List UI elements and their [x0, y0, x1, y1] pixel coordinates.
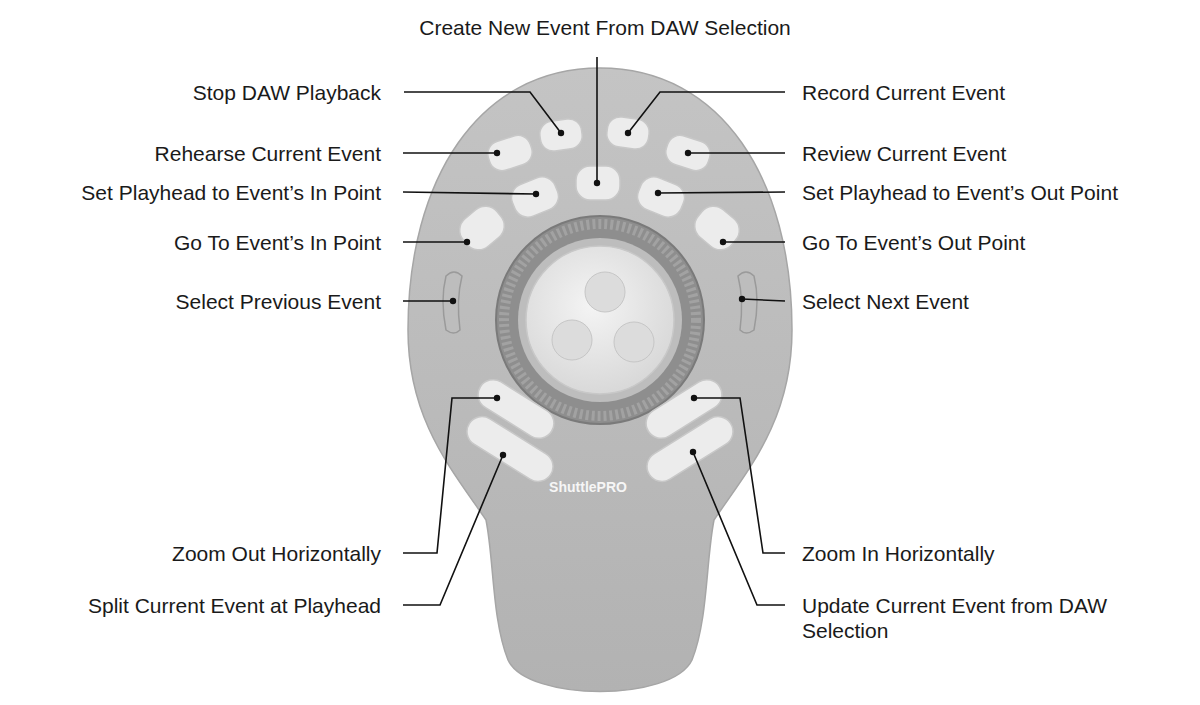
button-label: Zoom In Horizontally — [802, 541, 995, 566]
callout-wrap: Split Current Event at Playhead — [88, 593, 381, 618]
callout-wrap: Set Playhead to Event’s In Point — [81, 180, 381, 205]
callout-wrap: Go To Event’s In Point — [174, 230, 381, 255]
bottom-buttons — [461, 374, 738, 487]
button-label: Record Current Event — [802, 80, 1005, 105]
callout-wrap: Set Playhead to Event’s Out Point — [802, 180, 1118, 205]
callout-wrap: Update Current Event from DAW Selection — [802, 593, 1162, 643]
button-label: Select Previous Event — [176, 289, 381, 314]
callout-wrap: Select Previous Event — [176, 289, 381, 314]
button-label: Select Next Event — [802, 289, 969, 314]
button-label: Create New Event From DAW Selection — [419, 15, 791, 40]
button-label: Set Playhead to Event’s In Point — [81, 180, 381, 205]
button-label: Split Current Event at Playhead — [88, 593, 381, 618]
brand-logo: ShuttlePRO — [549, 479, 627, 495]
leader-lines — [403, 57, 785, 605]
device-body — [408, 68, 792, 692]
callout-wrap: Create New Event From DAW Selection — [419, 15, 791, 40]
callout-wrap: Stop DAW Playback — [193, 80, 381, 105]
button-label: Zoom Out Horizontally — [172, 541, 381, 566]
callout-wrap: Select Next Event — [802, 289, 969, 314]
button-label: Stop DAW Playback — [193, 80, 381, 105]
button-label: Go To Event’s In Point — [174, 230, 381, 255]
logo-wrap: ShuttlePRO — [549, 479, 627, 495]
callout-wrap: Zoom In Horizontally — [802, 541, 995, 566]
button-label: Rehearse Current Event — [155, 141, 381, 166]
jog-shuttle-wheel — [496, 216, 704, 424]
callout-wrap: Record Current Event — [802, 80, 1005, 105]
callout-wrap: Zoom Out Horizontally — [172, 541, 381, 566]
button-label: Update Current Event from DAW Selection — [802, 593, 1162, 643]
callout-wrap: Rehearse Current Event — [155, 141, 381, 166]
leader-dots — [450, 130, 745, 458]
button-label: Review Current Event — [802, 141, 1006, 166]
callout-wrap: Review Current Event — [802, 141, 1006, 166]
button-label: Go To Event’s Out Point — [802, 230, 1025, 255]
callout-wrap: Go To Event’s Out Point — [802, 230, 1025, 255]
button-label: Set Playhead to Event’s Out Point — [802, 180, 1118, 205]
